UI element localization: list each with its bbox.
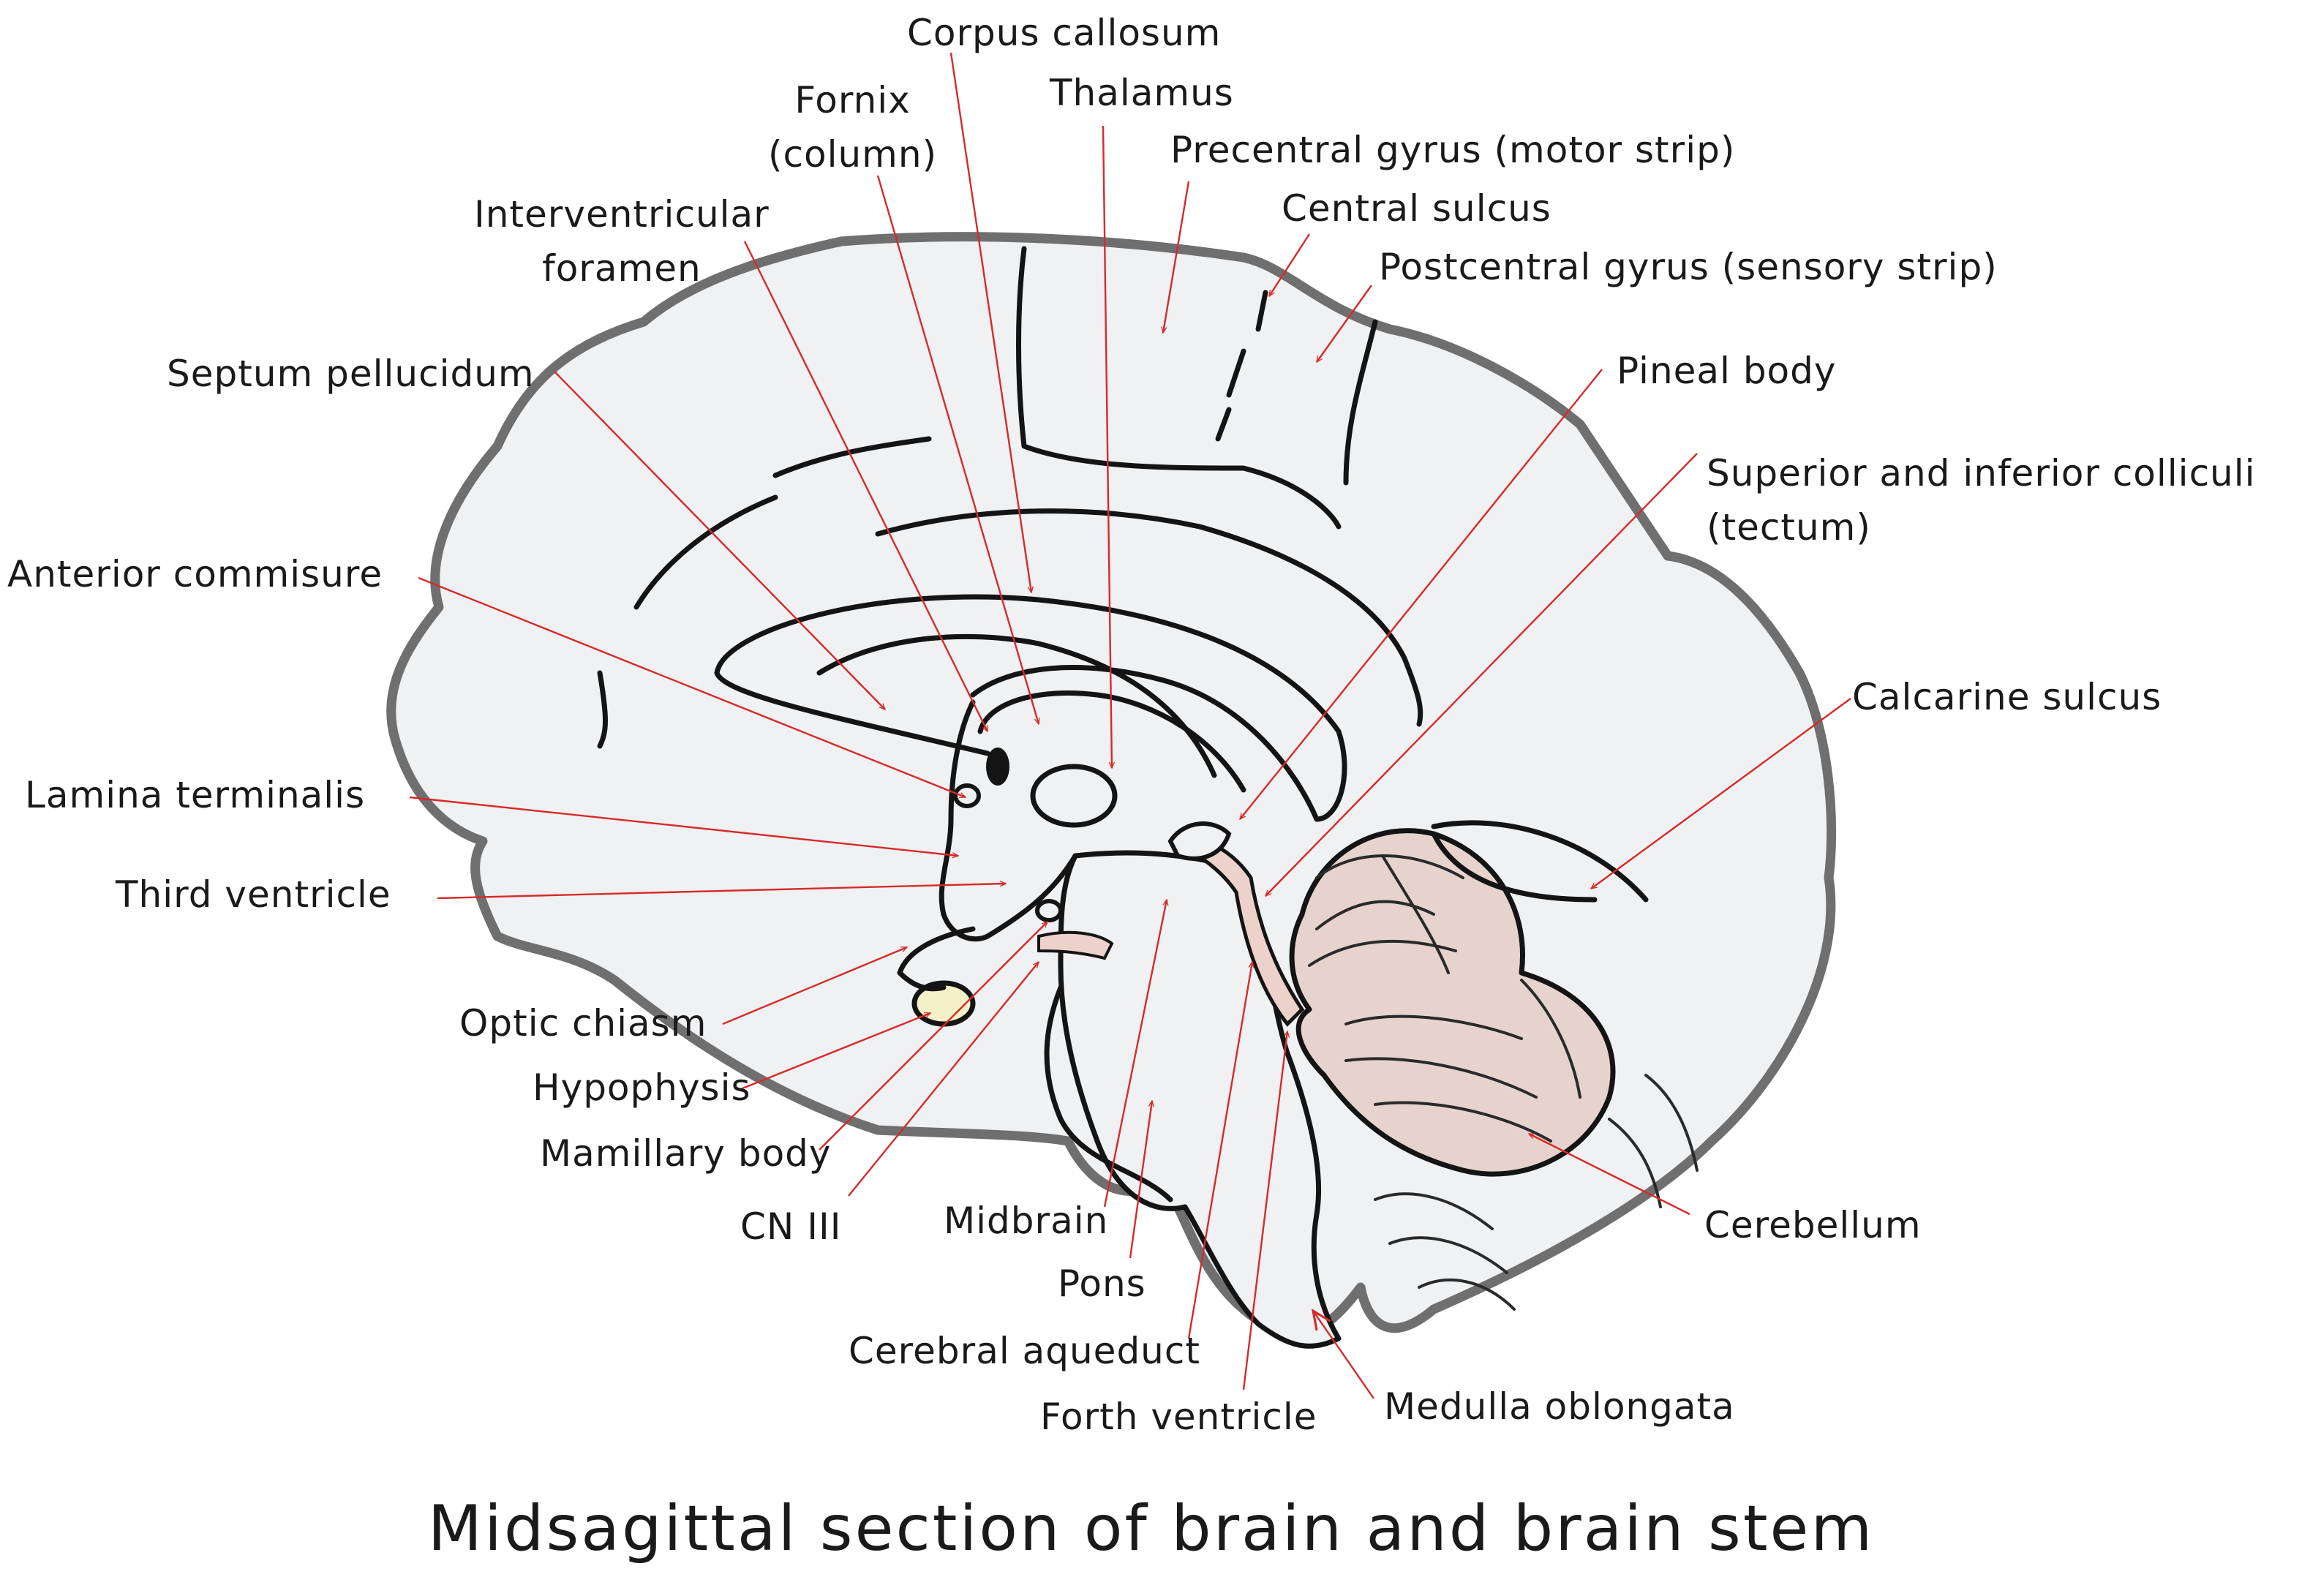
label-interventricular-foramen: Interventricular foramen	[474, 187, 770, 296]
cerebral-sulci	[597, 246, 1649, 903]
leader-calcarine	[1591, 698, 1851, 889]
label-interventricular-foramen-text: Interventricular foramen	[474, 193, 770, 290]
label-anterior-commisure: Anterior commisure	[7, 553, 383, 595]
label-corpus-callosum: Corpus callosum	[907, 12, 1222, 54]
leader-postcentral	[1316, 285, 1372, 362]
label-pons: Pons	[1058, 1262, 1146, 1305]
leader-thalamus	[1102, 125, 1112, 768]
label-central-sulcus: Central sulcus	[1282, 187, 1551, 230]
label-lamina-terminalis: Lamina terminalis	[25, 774, 366, 816]
thalamus-oval	[1030, 764, 1118, 828]
leader-corpus-callosum	[949, 52, 1031, 592]
leader-pons	[1129, 1101, 1152, 1259]
label-cerebral-aqueduct: Cerebral aqueduct	[849, 1330, 1200, 1372]
leader-midbrain	[1103, 900, 1167, 1208]
label-third-ventricle: Third ventricle	[116, 873, 391, 916]
leader-cerebellum	[1529, 1132, 1690, 1216]
leader-colliculi	[1265, 453, 1698, 896]
label-thalamus: Thalamus	[1050, 72, 1234, 114]
optic-region-outline	[897, 926, 976, 992]
leader-lamina	[409, 796, 958, 856]
medulla-cerebellum-texture	[1374, 1074, 1699, 1311]
label-fornix: Fornix (column)	[768, 73, 937, 181]
fornix-shape	[816, 633, 1217, 778]
label-midbrain: Midbrain	[944, 1200, 1109, 1242]
label-optic-chiasm: Optic chiasm	[459, 1002, 707, 1044]
corpus-callosum-inner	[977, 690, 1246, 793]
leader-pineal	[1240, 369, 1603, 819]
fornix-column	[986, 748, 1009, 786]
leader-aqueduct	[1187, 962, 1252, 1339]
label-pineal-body: Pineal body	[1617, 350, 1837, 392]
leader-anterior-commisure	[418, 576, 966, 799]
cerebral-aqueduct-shape	[1183, 831, 1305, 1027]
leader-forth-ventricle	[1242, 1031, 1287, 1390]
label-postcentral-gyrus: Postcentral gyrus (sensory strip)	[1379, 246, 1998, 288]
label-colliculi: Superior and inferior colliculi (tectum)	[1707, 446, 2256, 554]
corpus-callosum-shape	[714, 594, 1347, 822]
label-cerebellum: Cerebellum	[1704, 1204, 1922, 1246]
leader-precentral	[1163, 181, 1190, 333]
mamillary-dot	[1035, 899, 1063, 922]
label-medulla-oblongata: Medulla oblongata	[1384, 1385, 1735, 1428]
third-ventricle-outline	[939, 699, 1078, 942]
leader-cn-iii	[848, 962, 1039, 1197]
leader-hypophysis	[738, 1012, 930, 1091]
leader-fornix	[876, 175, 1039, 724]
diagram-title: Midsagittal section of brain and brain s…	[427, 1492, 1875, 1565]
cn-iii-hatch	[1037, 930, 1114, 960]
label-forth-ventricle: Forth ventricle	[1040, 1396, 1317, 1438]
leader-medulla	[1313, 1311, 1374, 1399]
cerebellum-folia	[1308, 854, 1581, 1143]
label-cn-iii: CN III	[740, 1205, 842, 1248]
leader-septum	[554, 371, 885, 709]
pineal-nub	[1167, 821, 1232, 861]
leader-optic-chiasm	[722, 946, 907, 1025]
label-fornix-text: Fornix (column)	[768, 79, 938, 176]
leader-mamillary	[819, 922, 1047, 1151]
leader-interventricular	[743, 241, 989, 731]
label-septum-pellucidum: Septum pellucidum	[167, 353, 535, 395]
label-colliculi-text: Superior and inferior colliculi (tectum)	[1707, 452, 2256, 549]
anterior-commisure-dot	[953, 783, 981, 808]
leader-lines	[409, 52, 1851, 1399]
cerebellum-shape	[1289, 828, 1616, 1177]
leader-third-ventricle	[437, 884, 1006, 900]
pons-contour	[1044, 985, 1173, 1202]
label-hypophysis: Hypophysis	[533, 1066, 751, 1109]
label-calcarine-sulcus: Calcarine sulcus	[1852, 676, 2162, 718]
label-mamillary-body: Mamillary body	[540, 1132, 832, 1175]
label-precentral-gyrus: Precentral gyrus (motor strip)	[1170, 129, 1736, 171]
leader-central-sulcus	[1268, 233, 1311, 296]
